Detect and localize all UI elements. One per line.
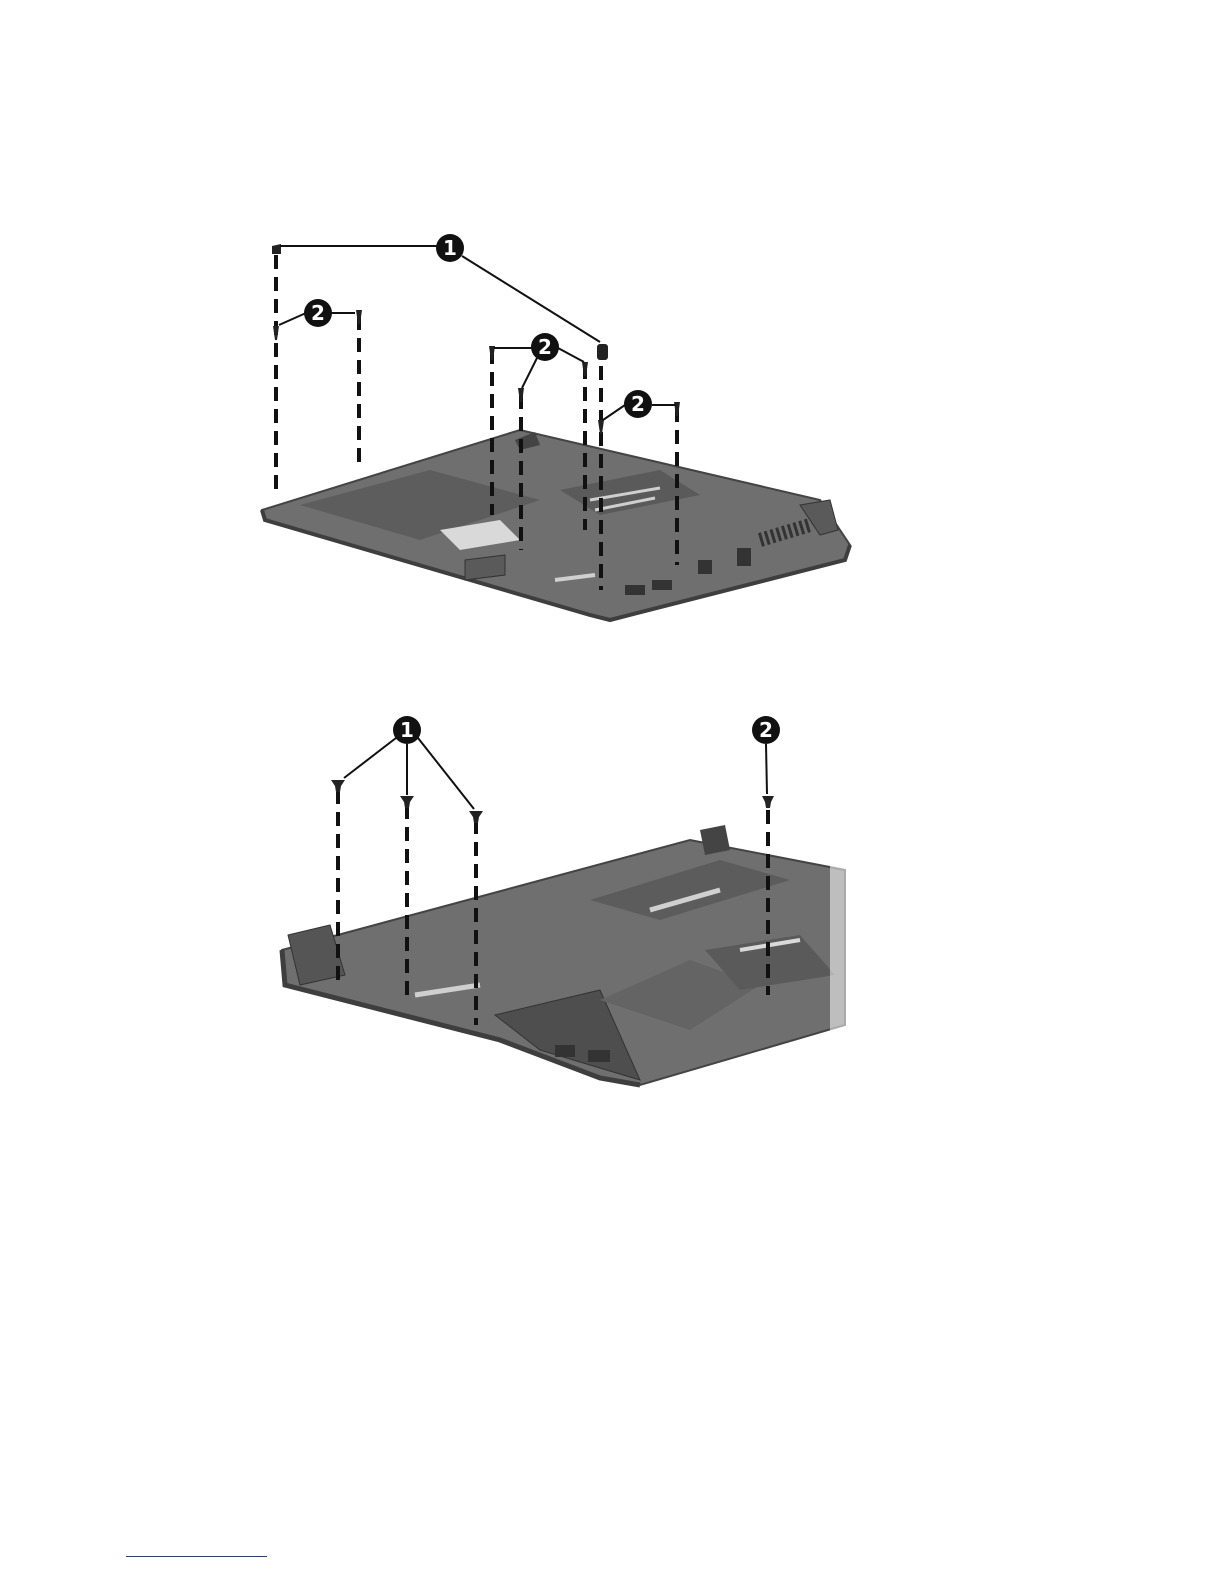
callout-2: 2 [304, 299, 332, 327]
callout-leaders [279, 246, 676, 420]
laptop-base-side-view-icon [282, 825, 850, 1085]
screw-icon [272, 244, 281, 254]
svg-text:2: 2 [311, 301, 325, 325]
screw-icon [331, 780, 345, 792]
screws [331, 780, 774, 823]
callout-1: 1 [436, 234, 464, 262]
screw-icon [762, 796, 774, 808]
laptop-base-bottom-view-icon [262, 430, 850, 620]
screw-icon [400, 796, 414, 808]
screw-icon [469, 811, 483, 823]
callout-2: 2 [531, 333, 559, 361]
callout-2: 2 [624, 390, 652, 418]
rubber-foot-icon [597, 344, 608, 360]
svg-text:2: 2 [631, 392, 645, 416]
svg-text:2: 2 [759, 718, 773, 742]
callout-2: 2 [752, 716, 780, 744]
screw-icon [273, 326, 279, 340]
screws [272, 244, 680, 434]
screw-icon [518, 388, 524, 402]
svg-text:2: 2 [538, 335, 552, 359]
screw-icon [582, 362, 588, 376]
svg-text:1: 1 [443, 236, 457, 260]
screw-icon [356, 310, 362, 324]
figure-top-laptop-base: 1 2 2 2 [0, 0, 1224, 660]
callout-1: 1 [393, 716, 421, 744]
screw-icon [598, 420, 604, 434]
figure-bottom-laptop-base: 1 2 [0, 690, 1224, 1150]
svg-text:1: 1 [400, 718, 414, 742]
footnote-rule [126, 1556, 267, 1557]
